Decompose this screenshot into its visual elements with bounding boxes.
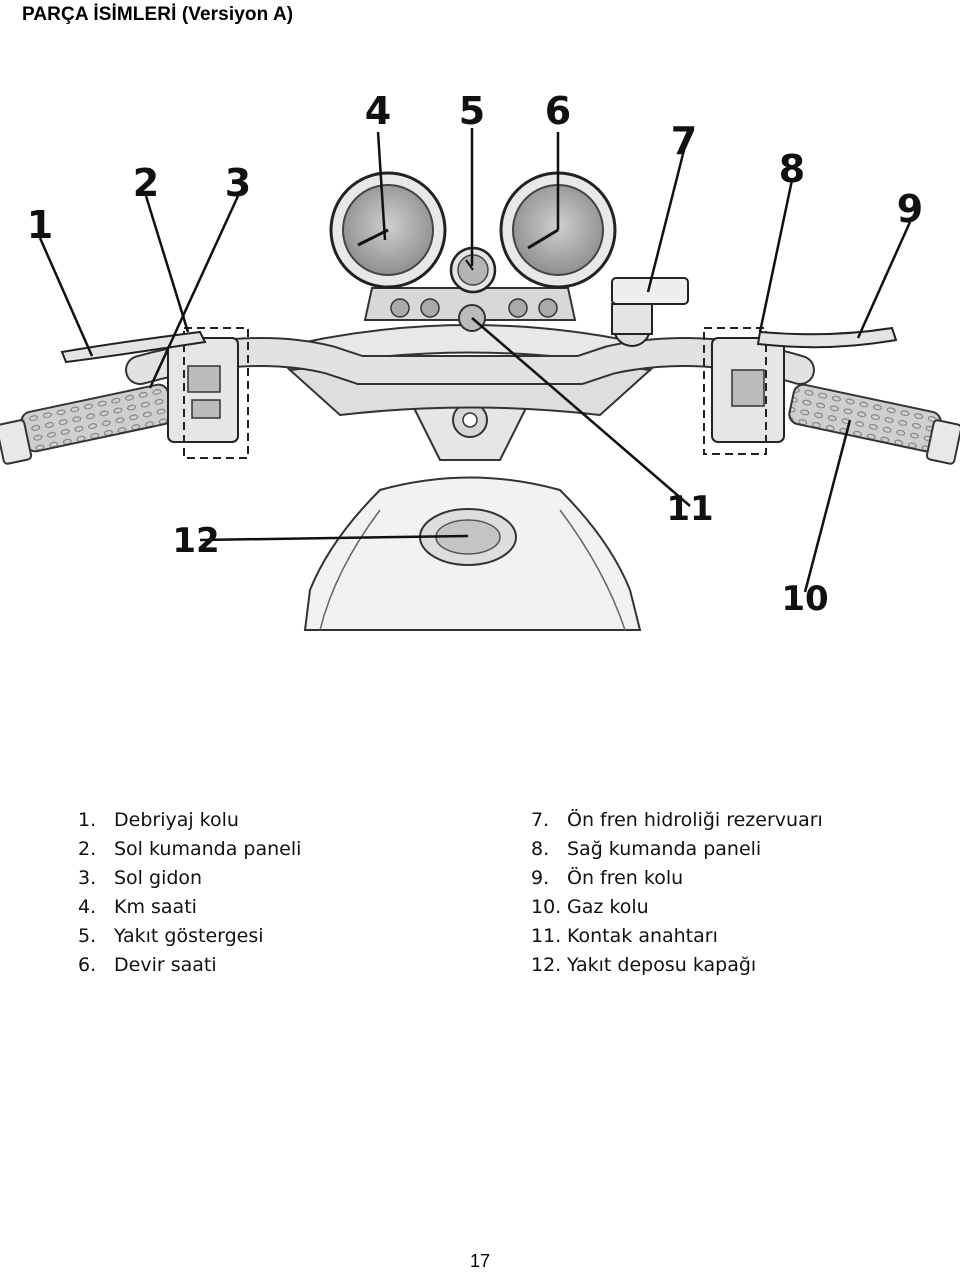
list-item: 7.Ön fren hidroliği rezervuarı [531, 809, 823, 831]
callout-leader-lines [38, 128, 912, 593]
list-item: 6.Devir saati [78, 954, 217, 976]
list-item: 2.Sol kumanda paneli [78, 838, 302, 860]
list-item: 4.Km saati [78, 896, 197, 918]
callout-6: 6 [545, 89, 571, 133]
left-switch-panel [167, 327, 249, 459]
list-item: 10.Gaz kolu [531, 896, 649, 918]
left-grip [0, 383, 174, 465]
callout-5: 5 [459, 89, 485, 133]
list-item: 3.Sol gidon [78, 867, 203, 889]
right-grip [788, 383, 960, 465]
callout-4: 4 [365, 89, 391, 133]
list-item: 11.Kontak anahtarı [531, 925, 718, 947]
list-item: 1.Debriyaj kolu [78, 809, 239, 831]
list-item: 9.Ön fren kolu [531, 867, 684, 889]
clutch-lever [60, 330, 207, 364]
callout-9: 9 [897, 187, 923, 231]
callout-12: 12 [172, 521, 219, 561]
front-brake-lever [756, 326, 898, 349]
parts-list-right: 7.Ön fren hidroliği rezervuarı 8.Sağ kum… [531, 806, 823, 980]
fuel-tank [303, 476, 642, 631]
parts-list-left: 1.Debriyaj kolu 2.Sol kumanda paneli 3.S… [78, 806, 301, 980]
callout-11: 11 [666, 489, 713, 529]
page-title: PARÇA İSİMLERİ (Versiyon A) [22, 4, 294, 25]
speedometer [329, 171, 447, 289]
list-item: 8.Sağ kumanda paneli [531, 838, 762, 860]
motorcycle-handlebar-diagram: 1 2 3 4 5 6 7 8 9 10 11 12 [0, 89, 960, 631]
callout-7: 7 [671, 119, 697, 163]
callout-1: 1 [27, 203, 53, 247]
right-switch-panel [703, 327, 785, 455]
list-item: 12.Yakıt deposu kapağı [531, 954, 757, 976]
callout-8: 8 [779, 147, 805, 191]
callout-3: 3 [225, 161, 251, 205]
page-number: 17 [469, 1251, 491, 1271]
list-item: 5.Yakıt göstergesi [78, 925, 264, 947]
callout-10: 10 [781, 579, 828, 619]
callout-2: 2 [133, 161, 159, 205]
brake-reservoir [611, 277, 689, 347]
